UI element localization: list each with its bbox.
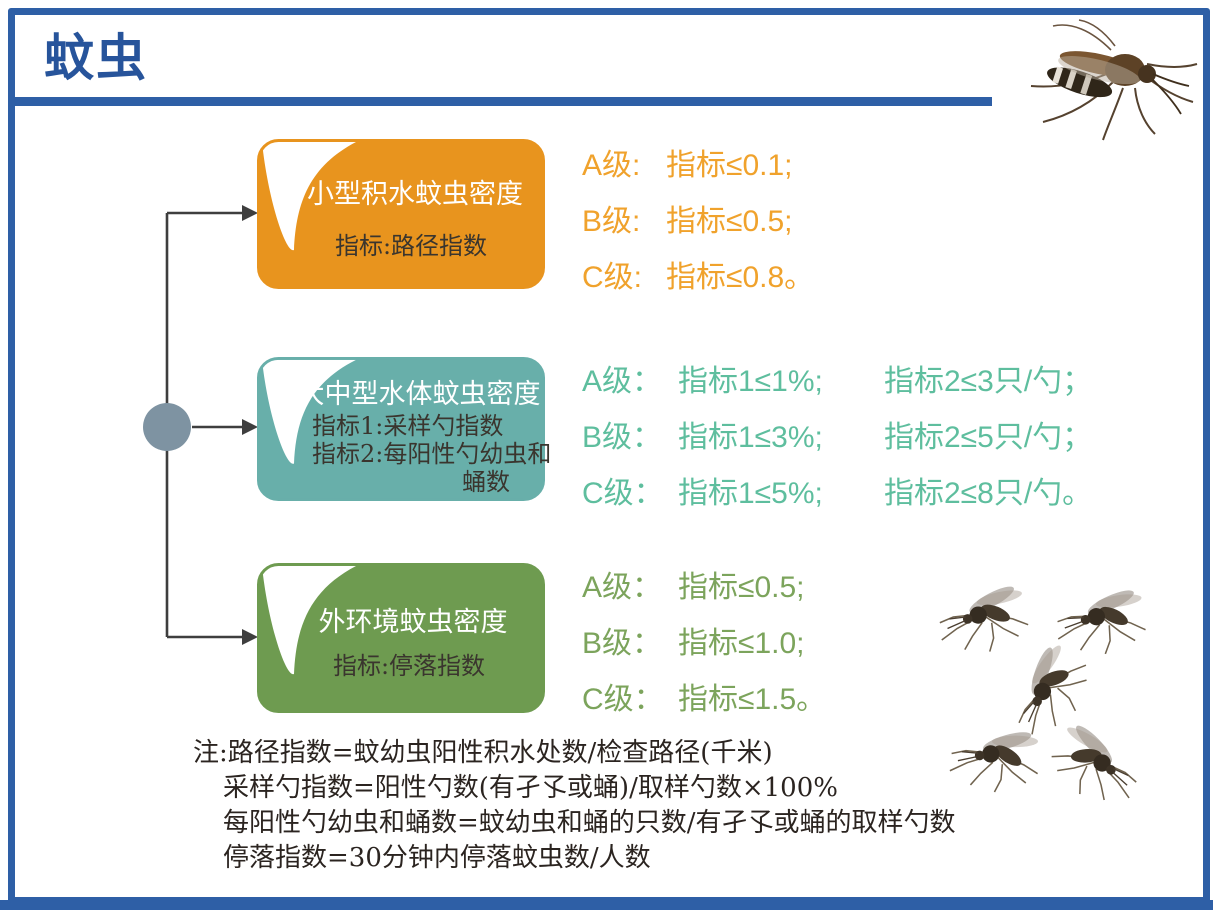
grade-label: C级: — [582, 261, 642, 294]
note-block: 注:路径指数=蚊幼虫阳性积水处数/检查路径(千米) 采样勺指数=阳性勺数(有孑孓… — [193, 736, 956, 876]
criteria-row: C级： 指标≤1.5。 — [582, 674, 826, 716]
criteria-outdoor: A级： 指标≤0.5; B级： 指标≤1.0; C级： 指标≤1.5。 — [582, 562, 826, 730]
criterion-text-1: 指标1≤3%; — [678, 421, 823, 454]
title-divider — [8, 97, 992, 106]
grade-label: C级： — [582, 683, 664, 716]
node-indicator-2: 指标2:每阳性勺幼虫和 — [312, 440, 552, 468]
node-indicator: 指标:路径指数 — [334, 232, 488, 260]
criteria-row: C级： 指标1≤5%; 指标2≤8只/勺。 — [582, 468, 1092, 510]
criteria-row: B级: 指标≤0.5; — [582, 196, 814, 238]
criteria-small-water: A级: 指标≤0.1; B级: 指标≤0.5; C级: 指标≤0.8。 — [582, 140, 814, 308]
grade-label: B级： — [582, 627, 663, 660]
criterion-text: 指标≤0.5; — [666, 205, 793, 238]
criterion-text: 指标≤0.5; — [678, 571, 805, 604]
node-indicator-1: 指标1:采样勺指数 — [312, 412, 504, 440]
criterion-text: 指标≤1.5。 — [678, 683, 827, 716]
node-title: 外环境蚊虫密度 — [318, 607, 508, 638]
criteria-row: C级: 指标≤0.8。 — [582, 252, 814, 294]
grade-label: B级: — [582, 205, 641, 238]
grade-label: B级： — [582, 421, 663, 454]
note-line: 每阳性勺幼虫和蛹数=蚊幼虫和蛹的只数/有孑孓或蛹的取样勺数 — [223, 808, 956, 838]
bottom-accent-bar — [0, 900, 1213, 910]
node-indicator: 指标:停落指数 — [332, 652, 486, 680]
node-title: 大中型水体蚊虫密度 — [297, 379, 541, 410]
node-small-water-density: 小型积水蚊虫密度 指标:路径指数 — [256, 138, 546, 290]
node-shape — [257, 356, 545, 502]
node-shape — [257, 563, 545, 713]
note-line: 注:路径指数=蚊幼虫阳性积水处数/检查路径(千米) — [193, 738, 773, 768]
grade-label: A级： — [582, 571, 663, 604]
criterion-text: 指标≤0.1; — [666, 149, 793, 182]
criteria-row: B级： 指标≤1.0; — [582, 618, 826, 660]
mosquito-photo — [1030, 19, 1198, 141]
note-line: 停落指数=30分钟内停落蚊虫数/人数 — [223, 843, 651, 873]
criterion-text-2: 指标2≤5只/勺； — [884, 421, 1093, 454]
criteria-row: A级: 指标≤0.1; — [582, 140, 814, 182]
node-shape — [257, 139, 545, 289]
criteria-row: B级： 指标1≤3%; 指标2≤5只/勺； — [582, 412, 1092, 454]
grade-label: A级: — [582, 149, 641, 182]
node-large-water-density: 大中型水体蚊虫密度 指标1:采样勺指数 指标2:每阳性勺幼虫和 蛹数 — [256, 356, 551, 502]
criterion-text-2: 指标2≤8只/勺。 — [884, 477, 1093, 510]
criterion-text-1: 指标1≤5%; — [678, 477, 823, 510]
criterion-text-2: 指标2≤3只/勺； — [884, 365, 1093, 398]
node-title: 小型积水蚊虫密度 — [307, 179, 523, 210]
criteria-row: A级： 指标≤0.5; — [582, 562, 826, 604]
node-outdoor-density: 外环境蚊虫密度 指标:停落指数 — [256, 562, 546, 714]
criteria-large-water: A级： 指标1≤1%; 指标2≤3只/勺； B级： 指标1≤3%; 指标2≤5只… — [582, 356, 1092, 524]
criteria-row: A级： 指标1≤1%; 指标2≤3只/勺； — [582, 356, 1092, 398]
criterion-text: 指标≤0.8。 — [666, 261, 815, 294]
grade-label: A级： — [582, 365, 663, 398]
criterion-text: 指标≤1.0; — [678, 627, 805, 660]
note-line: 采样勺指数=阳性勺数(有孑孓或蛹)/取样勺数×100% — [223, 773, 838, 803]
grade-label: C级： — [582, 477, 664, 510]
node-indicator-2-wrap: 蛹数 — [462, 468, 510, 496]
criterion-text-1: 指标1≤1%; — [678, 365, 823, 398]
page-title: 蚊虫 — [44, 28, 148, 87]
mosquito-icon — [936, 574, 1032, 660]
